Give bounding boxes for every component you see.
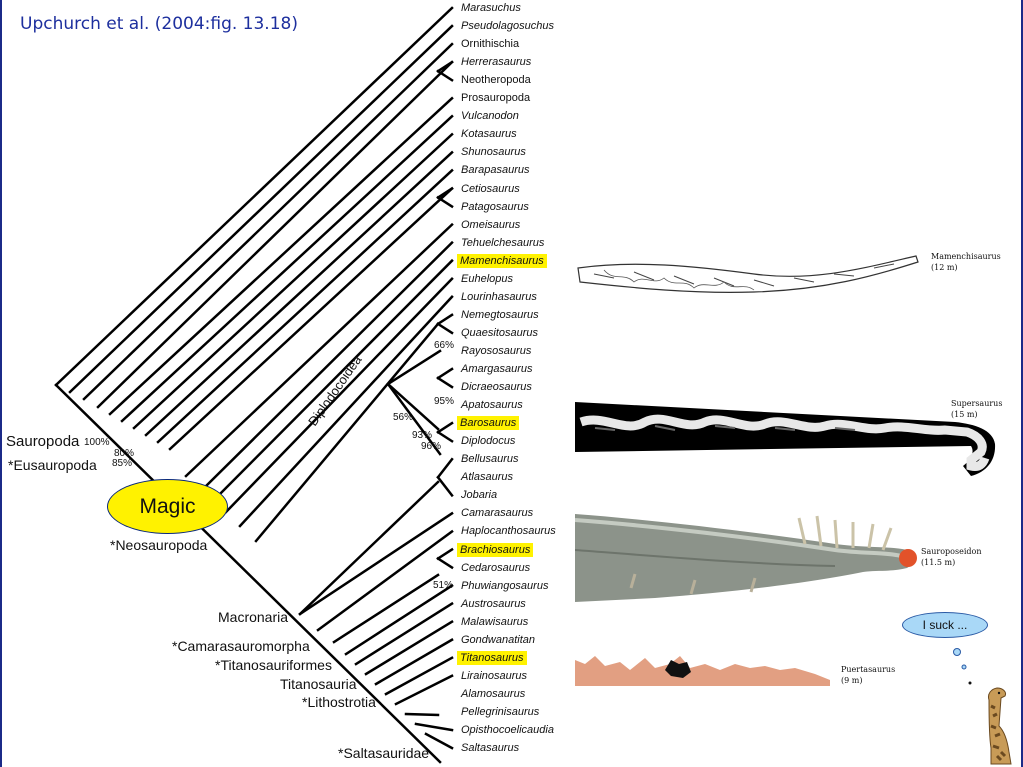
clade-titanosauriformes: *Titanosauriformes	[215, 657, 332, 673]
taxon-label: Marasuchus	[461, 2, 521, 14]
caption-sauroposeidon-size: (11.5 m)	[921, 558, 956, 567]
support-96: 96%	[421, 441, 442, 452]
taxon-label: Malawisaurus	[461, 615, 529, 628]
taxon-label: Bellusaurus	[461, 453, 519, 466]
magic-label: Magic	[139, 494, 196, 518]
supersaurus-neck-figure	[575, 402, 996, 476]
taxon-label: Ornithischia	[461, 38, 520, 51]
caption-puertasaurus-name: Puertasaurus	[841, 665, 896, 674]
taxon-label: Diplodocus	[461, 435, 516, 448]
taxon-label: Dicraeosaurus	[461, 381, 532, 394]
caption-supersaurus: Supersaurus (15 m)	[951, 398, 1002, 420]
giraffe-icon	[988, 687, 1012, 765]
clade-saltasauridae: *Saltasauridae	[338, 745, 430, 761]
taxon-label: Pseudolagosuchus	[461, 20, 554, 33]
taxon-label: Quaesitosaurus	[461, 326, 539, 339]
sauroposeidon-neck-figure	[575, 514, 917, 602]
support-80: 80%	[114, 448, 135, 459]
support-56: 56%	[393, 412, 414, 423]
taxon-label: Haplocanthosaurus	[461, 525, 556, 538]
taxon-label: Gondwanatitan	[461, 633, 535, 646]
mamenchisaurus-neck-figure	[577, 255, 919, 293]
caption-supersaurus-name: Supersaurus	[951, 399, 1003, 408]
taxon-label: Herrerasaurus	[461, 56, 532, 69]
taxon-label: Alamosaurus	[461, 687, 526, 700]
caption-supersaurus-size: (15 m)	[951, 410, 978, 419]
taxon-label: Cedarosaurus	[461, 561, 531, 574]
taxon-label: Euhelopus	[461, 272, 513, 285]
support-100: 100%	[84, 437, 110, 448]
taxon-label: Phuwiangosaurus	[461, 579, 549, 592]
clade-macronaria: Macronaria	[218, 609, 289, 625]
taxon-label: Mamenchisaurus	[457, 253, 547, 268]
caption-sauroposeidon-name: Sauroposeidon	[921, 547, 982, 556]
taxon-label: Omeisaurus	[461, 218, 521, 231]
magic-ellipse: Magic	[107, 479, 228, 534]
thought-bubble-text: I suck ...	[922, 618, 968, 632]
taxon-label: Apatosaurus	[461, 399, 523, 412]
taxon-label: Atlasaurus	[461, 471, 513, 484]
taxon-label: Lourinhasaurus	[461, 290, 537, 303]
clade-eusauropoda: *Eusauropoda	[8, 457, 97, 473]
clade-titanosauria: Titanosauria	[280, 676, 357, 692]
taxon-label: Opisthocoelicaudia	[461, 724, 554, 736]
taxon-label: Kotasaurus	[461, 128, 517, 141]
caption-puertasaurus-size: (9 m)	[841, 676, 863, 685]
caption-mamenchisaurus-size: (12 m)	[931, 263, 958, 272]
taxon-label: Patagosaurus	[461, 200, 529, 213]
taxon-label: Amargasaurus	[461, 363, 533, 375]
taxon-label: Brachiosaurus	[457, 542, 534, 557]
taxon-label: Barapasaurus	[461, 164, 530, 177]
support-95: 95%	[434, 396, 455, 407]
taxon-label: Prosauropoda	[461, 92, 531, 105]
clade-lithostrotia: *Lithostrotia	[302, 694, 376, 710]
taxon-label: Rayososaurus	[461, 344, 532, 357]
taxon-label: Austrosaurus	[461, 597, 526, 610]
puertasaurus-neck-figure	[575, 656, 830, 686]
taxon-label: Jobaria	[461, 489, 498, 502]
clade-sauropoda: Sauropoda	[6, 433, 80, 450]
support-85: 85%	[112, 458, 133, 469]
taxon-label: Barosaurus	[457, 416, 520, 431]
caption-mamenchisaurus-name: Mamenchisaurus	[931, 252, 1001, 261]
clade-neosauropoda: *Neosauropoda	[110, 537, 208, 553]
taxon-label: Nemegtosaurus	[461, 308, 539, 321]
taxon-label: Cetiosaurus	[461, 182, 520, 195]
clade-camarasauromorpha: *Camarasauromorpha	[172, 638, 310, 654]
taxon-label: Tehuelchesaurus	[461, 236, 545, 249]
taxon-label: Shunosaurus	[461, 146, 526, 159]
taxon-label: Saltasaurus	[461, 742, 520, 755]
thought-dots	[953, 648, 972, 685]
caption-mamenchisaurus: Mamenchisaurus (12 m)	[931, 251, 1001, 273]
taxon-label: Camarasaurus	[461, 507, 534, 520]
caption-puertasaurus: Puertasaurus (9 m)	[841, 664, 895, 686]
taxon-label: Titanosaurus	[457, 650, 527, 665]
caption-sauroposeidon: Sauroposeidon (11.5 m)	[921, 546, 981, 568]
support-51: 51%	[433, 580, 454, 591]
slide-title: Upchurch et al. (2004:fig. 13.18)	[20, 14, 298, 34]
taxon-label: Pellegrinisaurus	[461, 705, 540, 718]
taxon-label: Neotheropoda	[461, 74, 531, 87]
support-93: 93%	[412, 430, 433, 441]
taxon-label: Lirainosaurus	[461, 669, 528, 682]
support-66: 66%	[434, 340, 455, 351]
thought-bubble: I suck ...	[902, 612, 988, 638]
taxon-label: Vulcanodon	[461, 110, 519, 123]
